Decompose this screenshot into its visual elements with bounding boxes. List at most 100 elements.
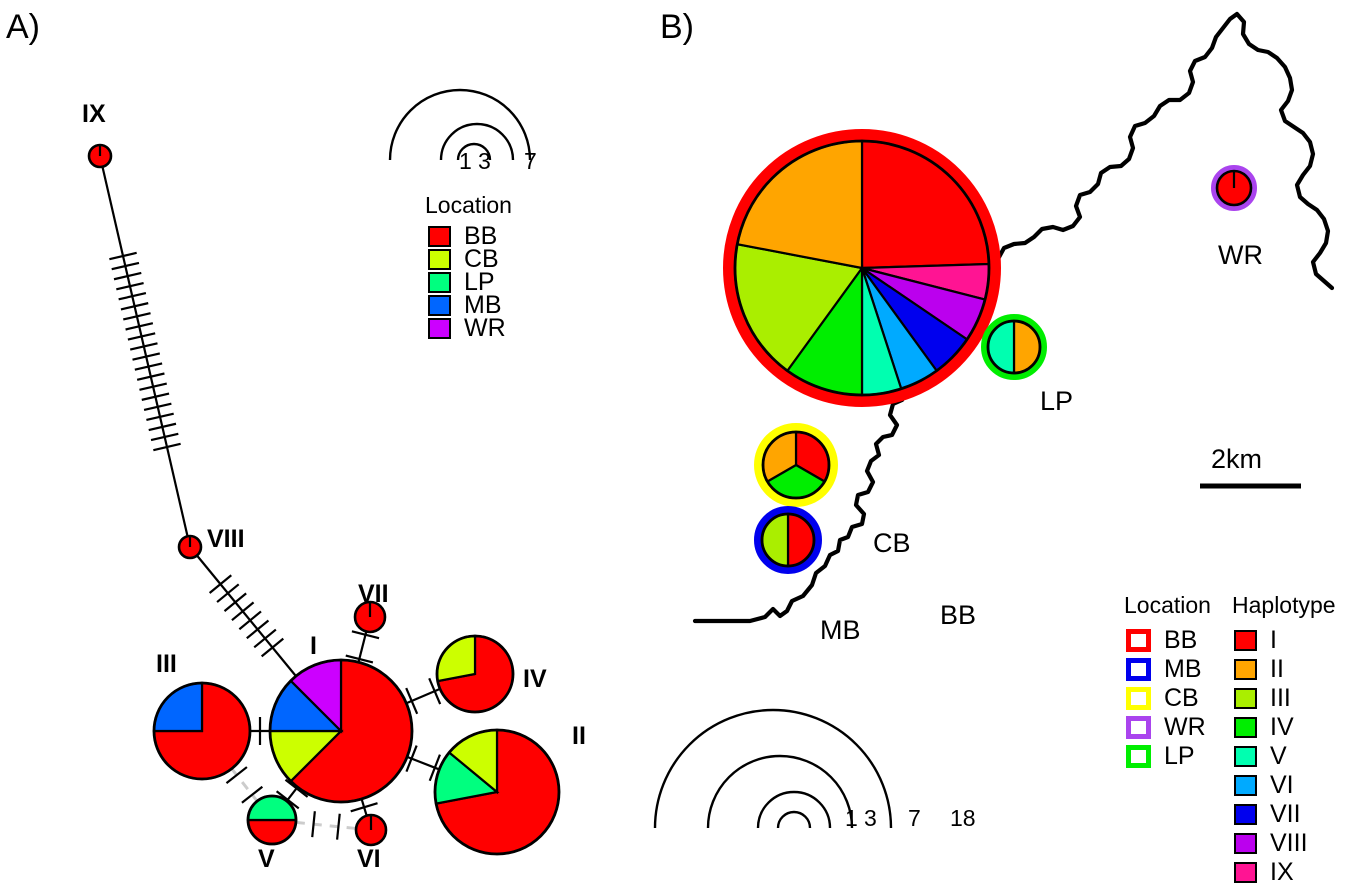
site-pie-WR — [1215, 169, 1253, 207]
legend-b-haplotype-label-I: I — [1270, 626, 1277, 654]
network-node-VIII — [177, 534, 203, 560]
site-label-BB: BB — [940, 600, 977, 630]
size-scale-arcs-a — [388, 88, 532, 161]
site-label-CB: CB — [873, 528, 911, 558]
legend-b-haplotype-row-VIII: VIII — [1234, 829, 1308, 858]
network-edge — [405, 677, 442, 715]
legend-a-title: Location — [425, 192, 512, 218]
scale-bar-line — [1200, 483, 1301, 489]
legend-b-haplotype-row-III: III — [1234, 684, 1308, 713]
legend-b-haplotype-row-VII: VII — [1234, 800, 1308, 829]
legend-b-haplotype-swatch-VIII — [1234, 833, 1257, 854]
network-node-label-VII: VII — [358, 580, 389, 608]
legend-a-label-LP: LP — [464, 268, 495, 296]
legend-b-haplotype-label-VI: VI — [1270, 771, 1294, 799]
map-panel-b — [692, 11, 1335, 624]
size-scale-value-1-b: 1 — [845, 805, 858, 831]
scale-bar-label: 2km — [1211, 444, 1263, 474]
legend-b-location-row-LP: LP — [1126, 742, 1206, 771]
size-scale-value-3-b: 3 — [864, 805, 877, 831]
legend-b-haplotype-swatch-VI — [1234, 775, 1257, 796]
legend-b-location-swatch-MB — [1126, 658, 1151, 681]
network-node-V — [246, 794, 298, 846]
legend-b-location-label-BB: BB — [1164, 626, 1198, 654]
legend-b-haplotype-label-III: III — [1270, 684, 1291, 712]
site-ring-MB — [754, 506, 822, 574]
legend-a-swatch-WR — [428, 318, 451, 339]
legend-a-swatch-LP — [428, 272, 451, 293]
legend-b-haplotype-label-IX: IX — [1270, 858, 1294, 886]
network-edge — [350, 798, 378, 816]
network-edge — [196, 554, 297, 677]
legend-b-haplotype-swatch-I — [1234, 630, 1257, 651]
site-label-WR: WR — [1218, 240, 1263, 270]
site-ring-LP — [981, 314, 1047, 380]
site-pie-BB — [733, 139, 991, 397]
legend-a-row-CB: CB — [428, 245, 506, 273]
site-pie-CB — [761, 430, 831, 500]
haplotype-network-panel-a — [87, 143, 561, 856]
legend-a-row-MB: MB — [428, 291, 506, 319]
network-edge — [405, 745, 441, 782]
network-node-label-VI: VI — [357, 845, 381, 873]
legend-b-location-label-MB: MB — [1164, 655, 1202, 683]
site-pie-LP — [986, 319, 1042, 375]
size-scale-value-7-b: 7 — [908, 805, 921, 831]
legend-a-label-BB: BB — [464, 222, 498, 250]
legend-b-haplotype-swatch-IX — [1234, 862, 1257, 883]
network-node-label-VIII: VIII — [207, 525, 245, 553]
legend-b-haplotype-row-V: V — [1234, 742, 1308, 771]
network-edge — [250, 717, 270, 745]
legend-b-haplotype-swatch-VII — [1234, 804, 1257, 825]
legend-b-location-row-MB: MB — [1126, 655, 1206, 684]
legend-a-label-WR: WR — [464, 314, 506, 342]
legend-b-haplotype-row-IX: IX — [1234, 858, 1308, 887]
panel-a-label: A) — [6, 8, 40, 46]
legend-b-haplotype-row-I: I — [1234, 626, 1308, 655]
size-scale-value-3-a: 3 — [478, 148, 491, 174]
legend-b-location-swatch-LP — [1126, 745, 1151, 768]
network-node-IV — [435, 634, 515, 714]
panel-b-label: B) — [660, 8, 694, 46]
site-ring-BB — [723, 129, 1001, 407]
legend-b-haplotype-label-II: II — [1270, 655, 1284, 683]
network-edge — [345, 630, 380, 664]
legend-a-swatch-CB — [428, 249, 451, 270]
legend-a-label-MB: MB — [464, 291, 502, 319]
legend-b-haplotype-title: Haplotype — [1232, 592, 1336, 618]
legend-a-swatch-MB — [428, 295, 451, 316]
legend-a-row-BB: BB — [428, 222, 506, 250]
legend-a-row-LP: LP — [428, 268, 506, 296]
network-edge — [225, 766, 264, 804]
legend-b-location-label-WR: WR — [1164, 713, 1206, 741]
network-node-label-III: III — [156, 650, 177, 678]
size-scale-arcs-b — [653, 708, 893, 829]
network-node-IX — [87, 143, 113, 169]
network-node-label-V: V — [258, 845, 275, 873]
legend-b-location-label-LP: LP — [1164, 742, 1195, 770]
coastline — [692, 11, 1335, 624]
size-scale-value-18-b: 18 — [950, 805, 976, 831]
legend-a-label-CB: CB — [464, 245, 499, 273]
legend-b-haplotype-row-II: II — [1234, 655, 1308, 684]
network-node-label-II: II — [572, 722, 586, 750]
site-label-MB: MB — [820, 615, 861, 645]
legend-b-haplotype-swatch-II — [1234, 659, 1257, 680]
legend-b-location-title: Location — [1124, 592, 1211, 618]
legend-b-location-swatch-BB — [1126, 629, 1151, 652]
legend-b-location-swatch-WR — [1126, 716, 1151, 739]
network-edge — [295, 811, 357, 840]
legend-b-location-row-CB: CB — [1126, 684, 1206, 713]
legend-b-location-row-BB: BB — [1126, 626, 1206, 655]
legend-b-haplotype-label-IV: IV — [1270, 713, 1294, 741]
legend-b-location-swatch-CB — [1126, 687, 1151, 710]
legend-a-swatch-BB — [428, 226, 451, 247]
legend-b-haplotype-swatch-IV — [1234, 717, 1257, 738]
network-edge — [275, 778, 309, 810]
legend-b-haplotype-row-IV: IV — [1234, 713, 1308, 742]
site-ring-CB — [754, 423, 838, 507]
network-node-VI — [354, 813, 388, 847]
legend-b-haplotype-swatch-V — [1234, 746, 1257, 767]
